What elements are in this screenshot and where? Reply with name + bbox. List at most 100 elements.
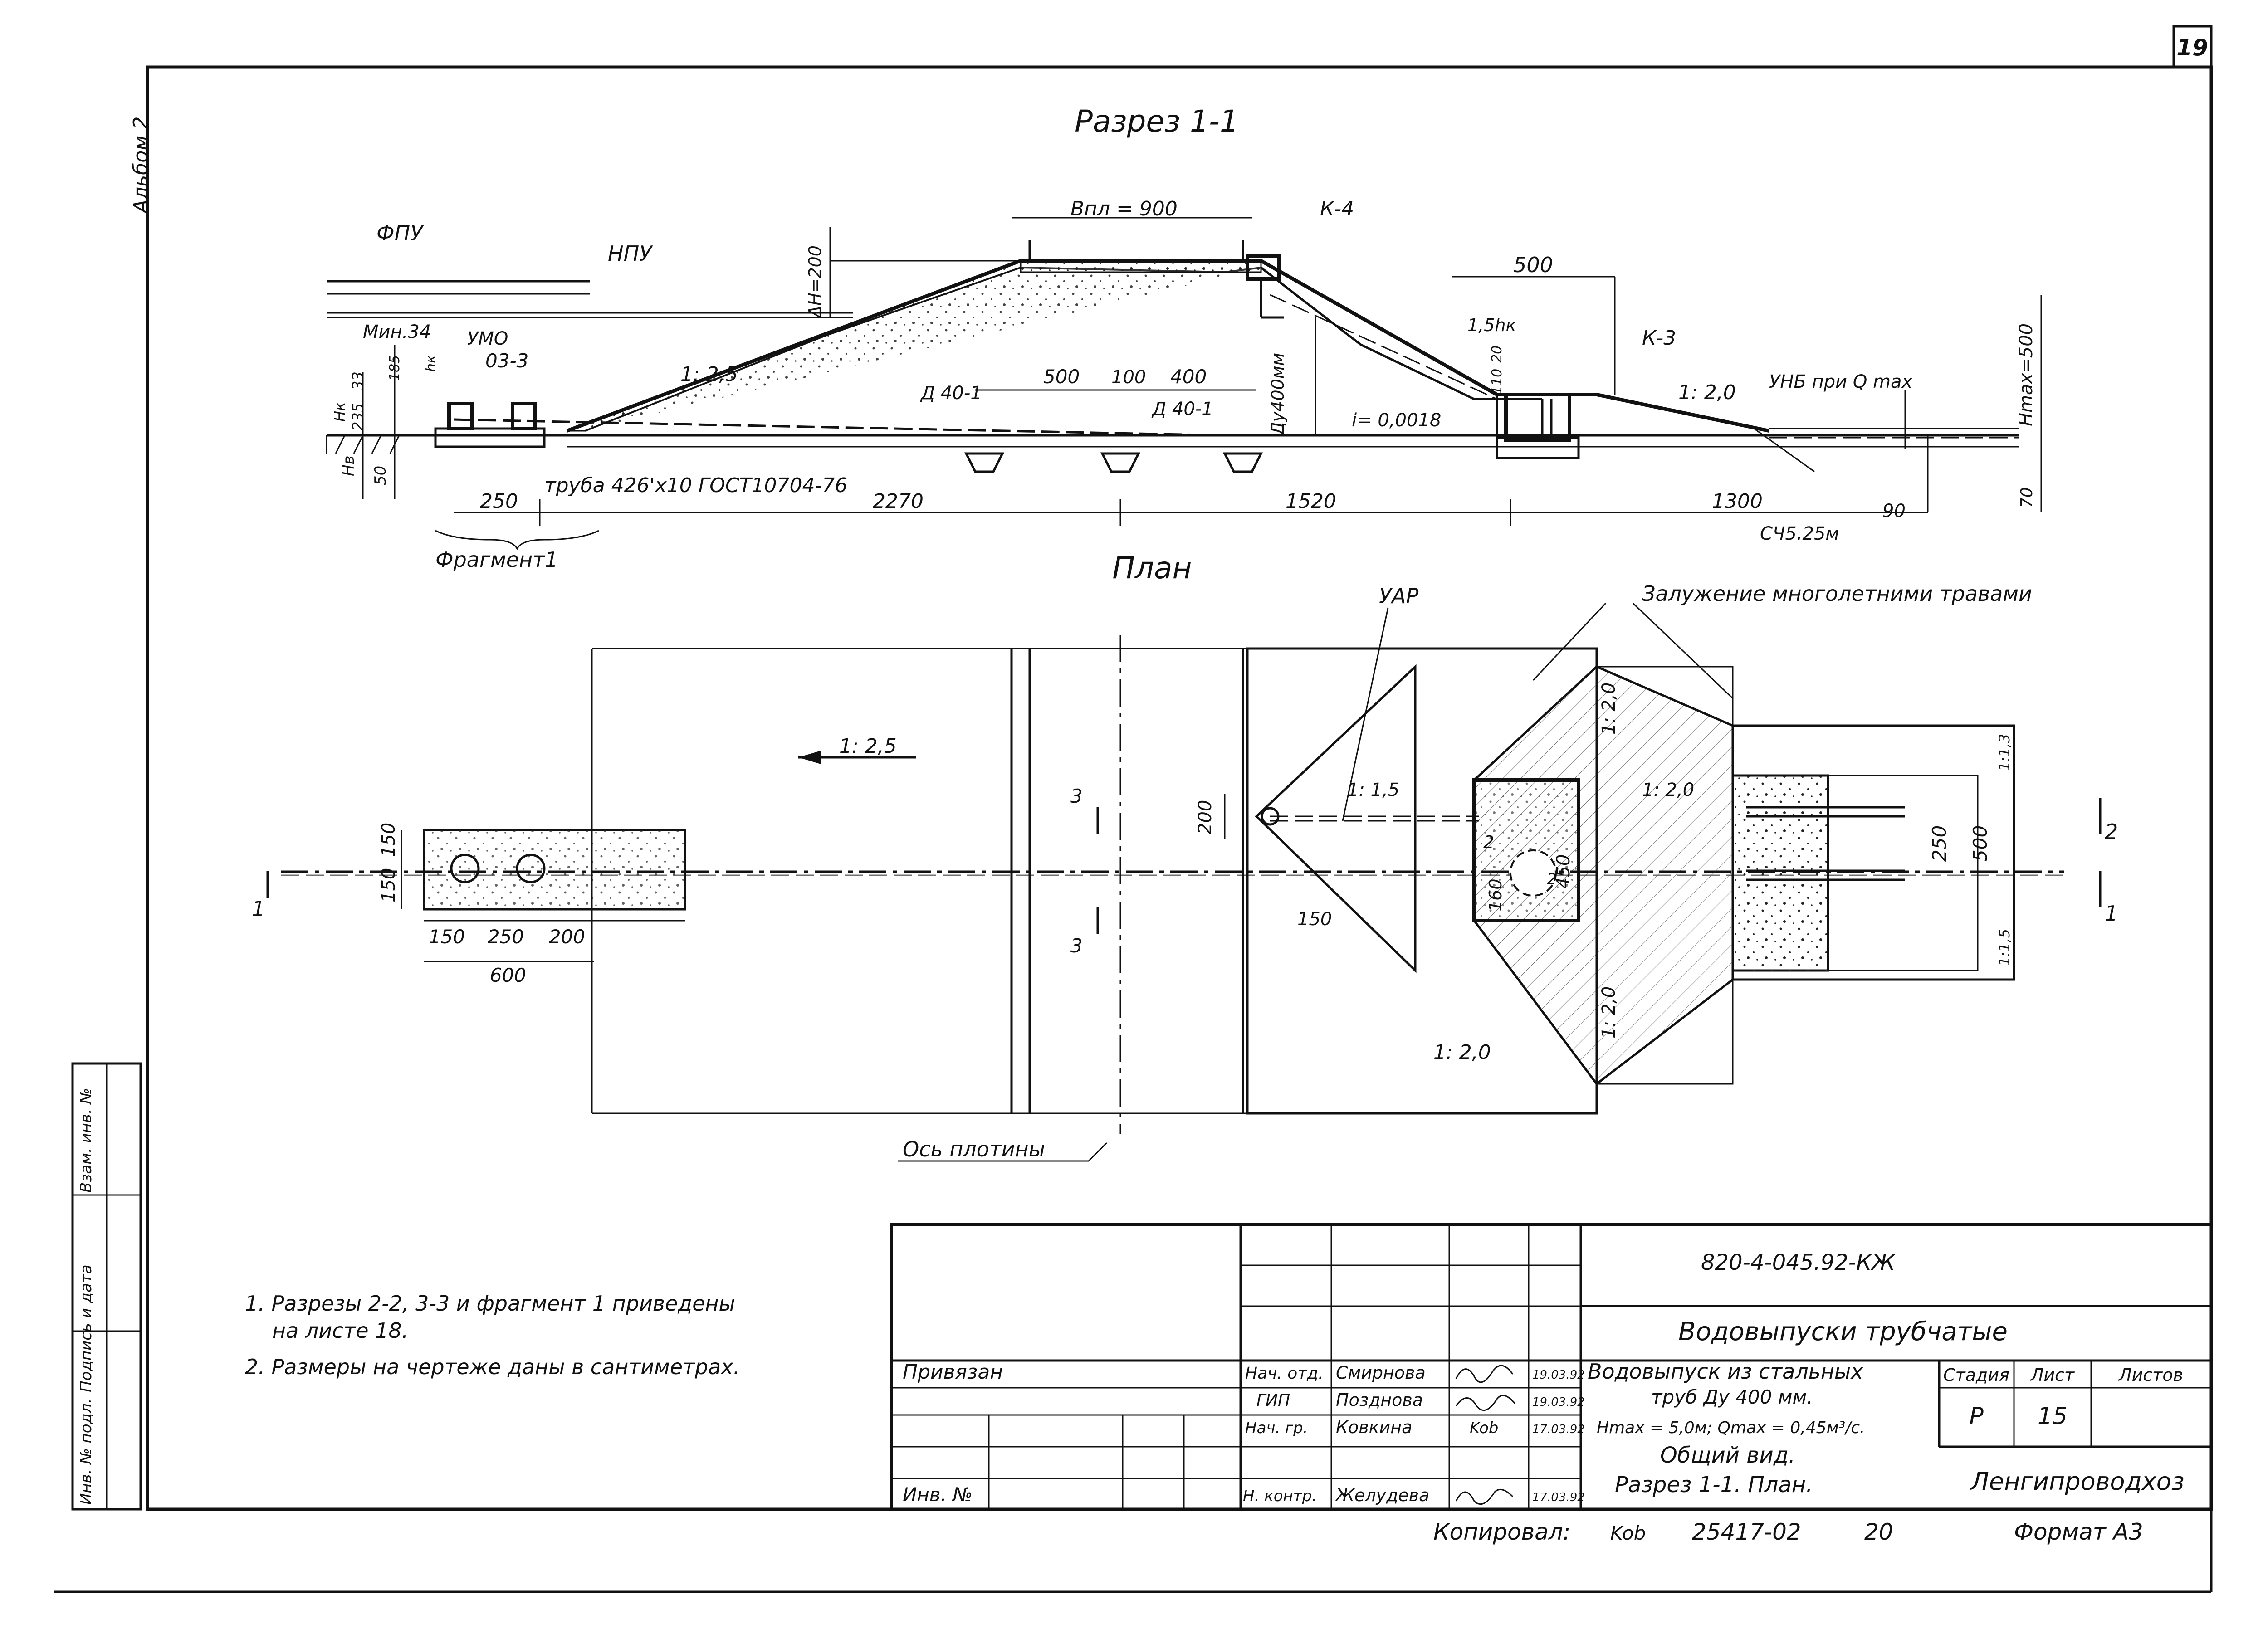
- cut-2-well-b: 2: [1547, 870, 1557, 888]
- hmax-label: Нmax=500: [2016, 323, 2037, 426]
- note-1b: на листе 18.: [272, 1318, 408, 1343]
- dim-500-top: 500: [1513, 253, 1553, 277]
- format-label: Формат А3: [2014, 1519, 2143, 1545]
- cut-3-bottom: 3: [1070, 935, 1083, 957]
- inv-label: Инв. №: [903, 1483, 973, 1506]
- note-2: 2. Размеры на чертеже даны в сантиметрах…: [245, 1355, 740, 1379]
- signature-kob: Kob: [1470, 1419, 1498, 1437]
- h50-label: 50: [371, 466, 390, 485]
- sch-label: СЧ5.25м: [1760, 523, 1839, 544]
- sheet-header: Лист: [2030, 1365, 2075, 1385]
- desc-4: Общий вид.: [1660, 1443, 1795, 1468]
- plan-view: [266, 602, 2102, 1162]
- h33-label: 33: [349, 371, 367, 390]
- dim-400: 400: [1170, 366, 1207, 388]
- signature-1: [1455, 1365, 1514, 1383]
- dim-1520: 1520: [1286, 490, 1336, 513]
- npu-label: НПУ: [608, 241, 653, 266]
- name-2: Позднова: [1336, 1390, 1423, 1410]
- hk-label: hк: [423, 355, 439, 372]
- name-1: Смирнова: [1336, 1363, 1426, 1383]
- dim-250: 250: [480, 490, 518, 513]
- slope-15b: 1:1,5: [1996, 929, 2013, 966]
- plan-dim-250: 250: [1928, 825, 1950, 862]
- frag-dim-w600: 600: [490, 964, 526, 986]
- signature-2: [1455, 1395, 1516, 1411]
- org-name: Ленгипроводхоз: [1970, 1467, 2184, 1496]
- k4-label: К-4: [1320, 197, 1354, 220]
- fpu-label: ФПУ: [376, 221, 424, 245]
- dim-2270: 2270: [873, 490, 924, 513]
- dim-15hk: 1,5hк: [1467, 315, 1516, 335]
- desc-1: Водовыпуск из стальных: [1588, 1359, 1863, 1384]
- frag-dim-w150: 150: [429, 926, 465, 948]
- h235-label: 235: [349, 403, 367, 431]
- k4-well: [1246, 254, 1281, 281]
- dim-70: 70: [2018, 487, 2036, 508]
- note-1: 1. Разрезы 2-2, 3-3 и фрагмент 1 приведе…: [245, 1291, 735, 1316]
- role-1: Нач. отд.: [1245, 1364, 1324, 1383]
- cut-1-left: 1: [252, 897, 265, 921]
- umo-label: УМО: [467, 328, 508, 349]
- pipe-label: труба 426'х10 ГОСТ10704-76: [544, 474, 847, 497]
- min-label: Мин.34: [363, 322, 431, 342]
- stage-header: Стадия: [1943, 1365, 2009, 1385]
- plan-dim-160: 160: [1486, 878, 1505, 912]
- h20-label: 20: [1489, 346, 1505, 363]
- grass-label: Залужение многолетними травами: [1642, 581, 2032, 606]
- frag-dim-w200: 200: [549, 926, 585, 948]
- slope-15-plan: 1: 1,5: [1347, 780, 1399, 800]
- slope-20-mid: 1: 2,0: [1642, 780, 1694, 800]
- copied-signature: Kob: [1610, 1522, 1646, 1544]
- side-podpis: Подпись и дата: [77, 1264, 95, 1392]
- frag-dim-w250: 250: [488, 926, 524, 948]
- order-count: 20: [1864, 1519, 1893, 1545]
- desc-3: Нmax = 5,0м; Qmax = 0,45м³/с.: [1597, 1419, 1865, 1437]
- hk-left-label: Нк: [331, 402, 348, 422]
- plan-title: План: [1112, 551, 1192, 585]
- role-4: Н. контр.: [1243, 1487, 1317, 1505]
- cut-3-top: 3: [1070, 785, 1083, 807]
- dim-500: 500: [1043, 366, 1080, 388]
- side-inv-podl: Инв. № подл.: [77, 1398, 95, 1505]
- order-number: 25417-02: [1692, 1519, 1801, 1545]
- tied-label: Привязан: [903, 1361, 1003, 1384]
- d40-right: Д 40-1: [1151, 399, 1213, 419]
- date-2: 19.03.92: [1532, 1395, 1585, 1409]
- slope-down: 1: 2,0: [1678, 381, 1736, 404]
- stage-value: Р: [1969, 1403, 1984, 1430]
- slope-25-plan: 1: 2,5: [839, 735, 897, 758]
- copied-label: Копировал:: [1433, 1519, 1571, 1545]
- plan-dim-500: 500: [1969, 825, 1991, 862]
- signature-4: [1455, 1488, 1514, 1505]
- frag-dim-150b: 150: [378, 868, 399, 902]
- title-block-lines: [890, 1223, 2213, 1511]
- slope-20-top: 1: 2,0: [1598, 683, 1619, 735]
- sheet-number: 19: [2176, 34, 2208, 61]
- section-title: Разрез 1-1: [1075, 104, 1239, 139]
- crest-width: Впл = 900: [1070, 197, 1178, 220]
- date-3: 17.03.92: [1532, 1423, 1585, 1436]
- fragment-label: Фрагмент1: [435, 547, 558, 572]
- dy-label: Ду400мм: [1268, 353, 1288, 436]
- role-2: ГИП: [1256, 1391, 1290, 1410]
- h185-label: 185: [387, 355, 403, 381]
- dim-100: 100: [1111, 367, 1146, 388]
- plan-dim-200: 200: [1195, 800, 1216, 834]
- sheet-value: 15: [2038, 1403, 2068, 1430]
- plan-dim-450: 450: [1553, 854, 1574, 889]
- dim-1300: 1300: [1712, 490, 1763, 513]
- frag-dim-150a: 150: [378, 823, 399, 857]
- plan-dim-150: 150: [1297, 909, 1332, 930]
- cut-2-well: 2: [1483, 832, 1494, 852]
- name-3: Ковкина: [1336, 1417, 1412, 1437]
- unb-label: УНБ при Q max: [1769, 371, 1913, 392]
- axis-label: Ось плотины: [903, 1137, 1045, 1161]
- slope-13: 1:1,3: [1996, 734, 2013, 771]
- inlet-head: [434, 427, 546, 448]
- date-1: 19.03.92: [1532, 1368, 1585, 1382]
- desc-2: труб Ду 400 мм.: [1651, 1386, 1813, 1408]
- k3-well: [1504, 393, 1571, 442]
- cut-2-right: 2: [2105, 819, 2118, 844]
